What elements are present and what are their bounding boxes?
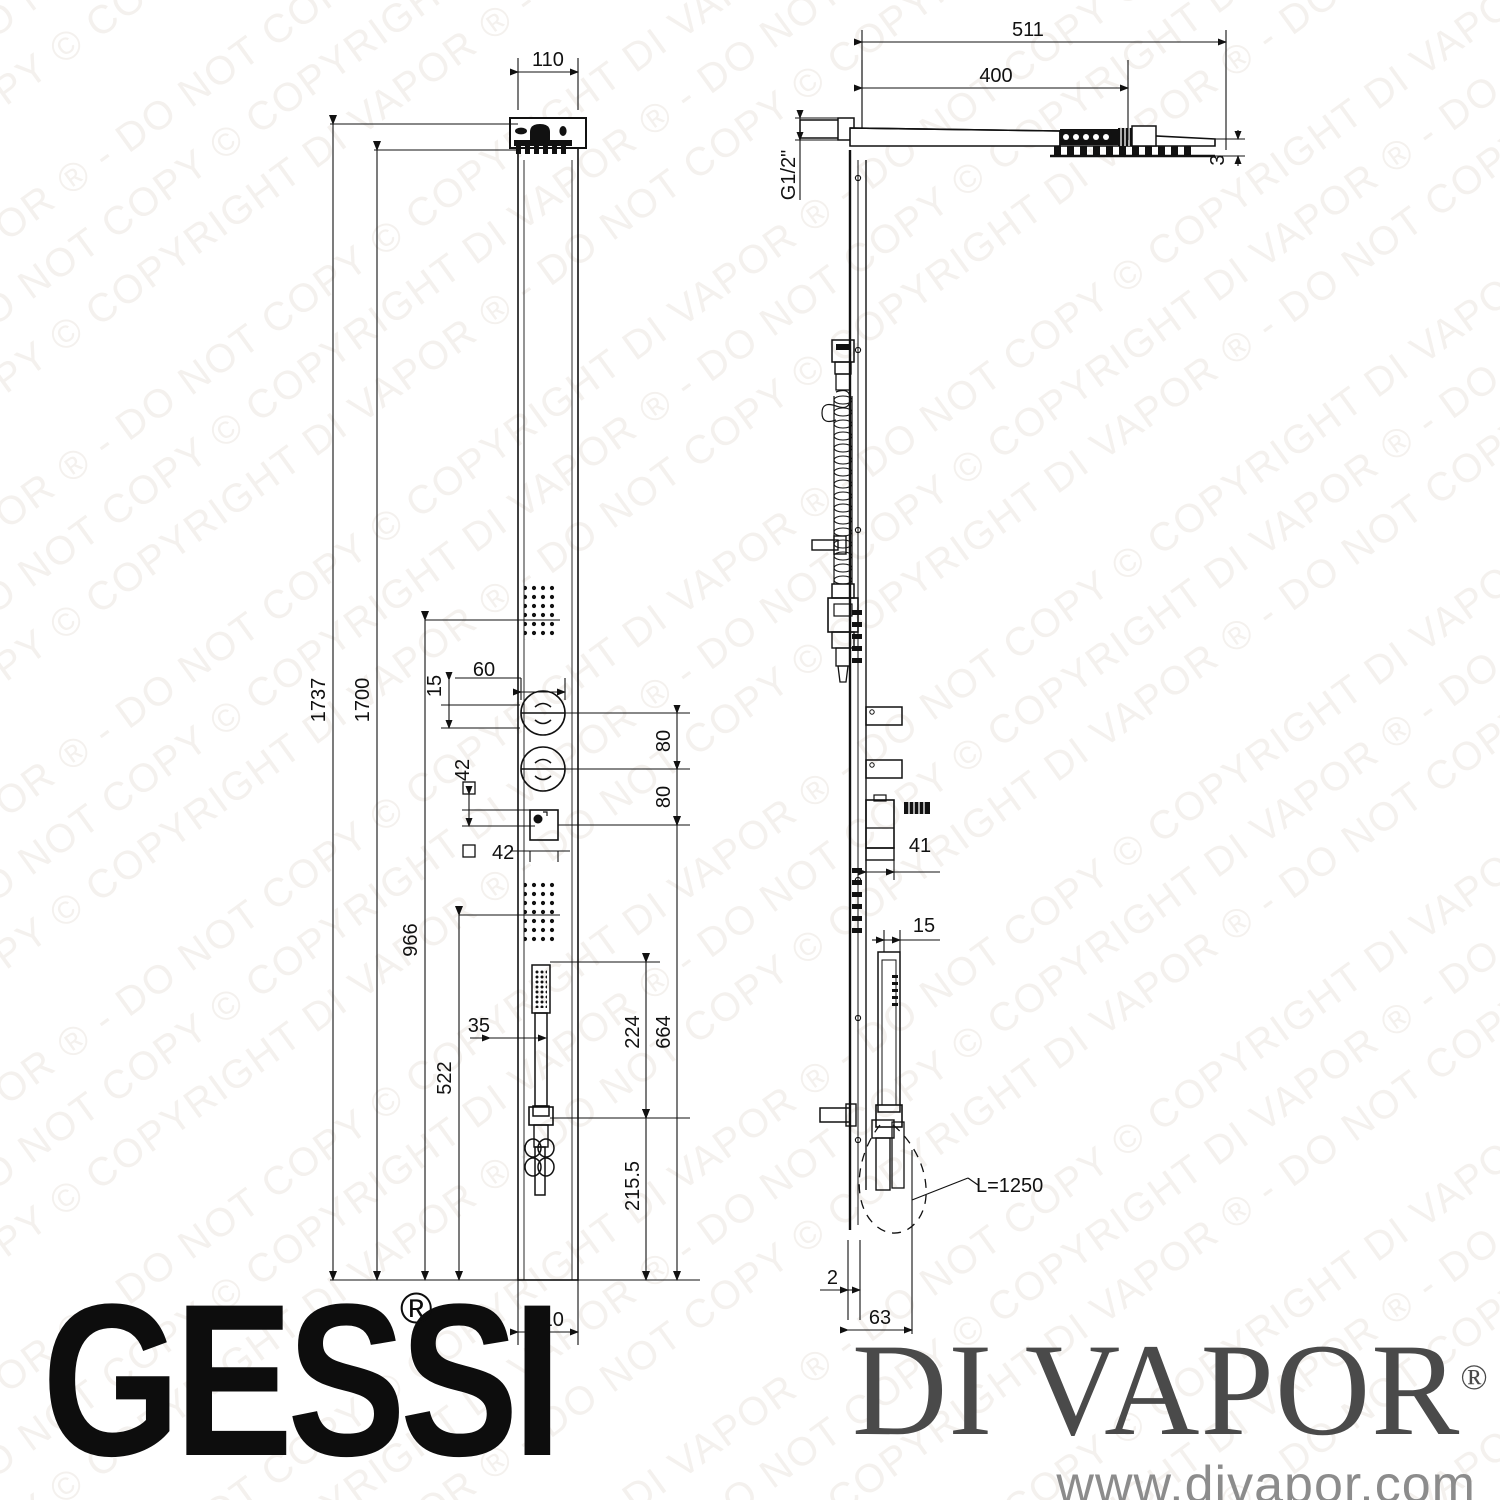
dim-lower-group: 664 [653, 1015, 675, 1048]
dim-head-reach-total: 511 [1012, 19, 1044, 41]
column-teeth [852, 610, 862, 933]
dimension-texts: 110 110 1737 1700 966 522 15 60 42 42 35… [308, 19, 1229, 1331]
dim-outlet-square-2: 42 [492, 842, 514, 864]
valve-block-side [865, 794, 930, 861]
dim-head-reach-inner: 400 [979, 65, 1012, 87]
dim-body-depth: 41 [909, 835, 931, 857]
dim-base-offset: 2 [827, 1267, 838, 1289]
front-dimensions [329, 58, 700, 1345]
front-view-group [329, 58, 700, 1345]
divapor-wordmark: DI VAPOR® [852, 1318, 1488, 1456]
dim-knob-spacing-1: 80 [653, 730, 675, 752]
dim-handshower-lower: 215.5 [622, 1161, 644, 1211]
dim-base-depth: 63 [869, 1307, 891, 1329]
divapor-url[interactable]: www.divapor.com [1056, 1456, 1476, 1500]
dim-knob-spacing-2: 80 [653, 786, 675, 808]
outlet-spouts-side [865, 706, 903, 779]
divapor-name: DI VAPOR [852, 1316, 1461, 1463]
dim-to-handshower: 522 [434, 1061, 456, 1094]
control-knob-upper [520, 690, 566, 736]
divapor-logo: DI VAPOR® www.divapor.com [852, 1318, 1488, 1500]
gessi-registered-mark: ® [400, 1284, 433, 1333]
side-view-group [795, 30, 1245, 1334]
control-knob-lower [520, 746, 566, 792]
lower-spray-pattern [524, 880, 558, 942]
side-dimensions [795, 30, 1245, 1334]
dim-to-upper-group: 966 [400, 923, 422, 956]
dim-outlet-square-1: 42 [452, 759, 474, 781]
gessi-wordmark: GESSI [42, 1258, 562, 1500]
overhead-shower-side [799, 117, 1216, 158]
hand-shower-front [524, 964, 555, 1196]
dim-handshower-offset: 35 [468, 1015, 490, 1037]
dim-inlet-thread: G1/2" [778, 150, 800, 200]
dim-overall-height: 1737 [308, 678, 330, 723]
dim-head-thickness: 3 [1207, 154, 1229, 165]
hand-shower-side [819, 951, 905, 1191]
divapor-registered-mark: ® [1460, 1357, 1489, 1397]
overhead-shower-front [509, 117, 587, 154]
dim-bottom-width: 110 [532, 1309, 564, 1331]
hose-loop-dashed [858, 1123, 927, 1234]
dim-top-width: 110 [532, 49, 564, 71]
dim-knob-offset-top: 15 [424, 675, 446, 697]
upper-spray-pattern [524, 582, 558, 640]
dim-hose-bracket: 15 [913, 915, 935, 937]
gessi-logo: GESSI ® [42, 1271, 562, 1488]
dim-hose-length: L=1250 [976, 1175, 1043, 1197]
dim-handshower-upper: 224 [622, 1015, 644, 1048]
dim-knob-center-x: 60 [473, 659, 495, 681]
outlet-box-front [529, 809, 559, 841]
dim-panel-height: 1700 [352, 678, 374, 723]
